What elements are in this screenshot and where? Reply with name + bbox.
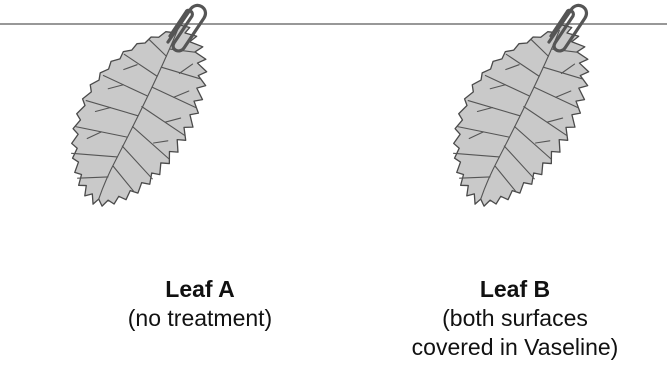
leaf-b-note-line-2: covered in Vaseline) [375, 333, 655, 362]
leaf-a-title: Leaf A [60, 275, 340, 304]
leaf-b-title: Leaf B [375, 275, 655, 304]
leaf-b-note-line-1: (both surfaces [375, 304, 655, 333]
leaf-a-icon [44, 0, 230, 229]
leaf-b-caption: Leaf B (both surfaces covered in Vaselin… [375, 275, 655, 362]
leaf-a-note-line-1: (no treatment) [60, 304, 340, 333]
leaf-b-icon [426, 0, 612, 229]
leaf-a-caption: Leaf A (no treatment) [60, 275, 340, 333]
leaf-a-group [44, 0, 230, 229]
leaf-b-group [426, 0, 612, 229]
